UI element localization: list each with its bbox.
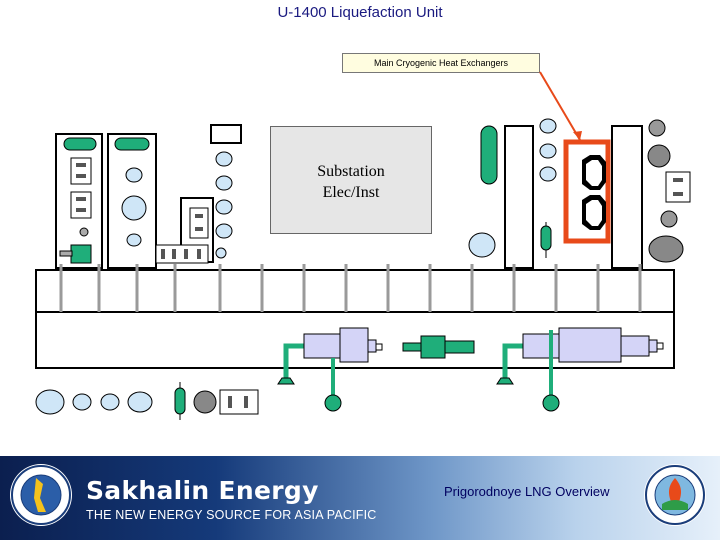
company-name: Sakhalin Energy [86,476,319,505]
vessel-m [35,389,65,415]
panel-a [70,157,92,185]
company-seal-right-icon [644,464,706,526]
tall-frame-2 [611,125,643,269]
vertical-drum-2 [174,382,186,420]
panel-row [155,244,209,264]
substation-building: Substation Elec/Inst [270,126,432,234]
vertical-drum [540,222,552,258]
pump-pipe [59,250,73,257]
vessel-f [215,199,233,215]
panel-b [70,191,92,219]
horizontal-drum-1 [63,137,97,151]
column-drum [480,125,498,185]
substation-line2: Elec/Inst [322,184,380,201]
small-box [210,124,242,144]
tall-frame-1 [504,125,534,269]
diagram-title: U-1400 Liquefaction Unit [277,4,443,21]
compressor-train-1 [277,327,383,412]
vessel-n [72,393,92,411]
callout-arrow [539,71,581,141]
vessel-e [215,175,233,191]
vessel-a [125,167,143,183]
vessel-k [539,143,557,159]
substation-line1: Substation [317,163,385,180]
rack-posts [59,264,642,312]
panel-e [219,389,259,415]
callout-arrowhead [573,131,582,140]
mche-2-inner [586,200,602,226]
gray-vessel-4 [648,235,684,263]
presentation-title: Prigorodnoye LNG Overview [444,484,610,499]
horizontal-drum-2 [114,137,150,151]
panel-d [665,171,691,203]
callout-label: Main Cryogenic Heat Exchangers [342,53,540,73]
plant-layout [35,71,691,420]
footer-banner [0,456,720,540]
company-tagline: THE NEW ENERGY SOURCE FOR ASIA PACIFIC [86,508,377,522]
motor-block [402,335,475,359]
vessel-c [126,233,142,247]
vessel-d [215,151,233,167]
compressor-train-2 [496,327,664,412]
pump-block [70,244,92,264]
vessel-l [539,166,557,182]
vessel-p [127,391,153,413]
vessel-b [121,195,147,221]
mche-1-inner [586,160,602,186]
vessel-h [215,247,227,259]
panel-c [189,207,209,239]
vessel-i [468,232,496,258]
vessel-o [100,393,120,411]
vessel-g [215,223,233,239]
gray-vessel-2 [647,144,671,168]
valve-small [79,227,89,237]
company-seal-left-icon [10,464,72,526]
gray-vessel-1 [648,119,666,137]
gray-vessel-3 [660,210,678,228]
vessel-j [539,118,557,134]
gray-vessel-5 [193,390,217,414]
